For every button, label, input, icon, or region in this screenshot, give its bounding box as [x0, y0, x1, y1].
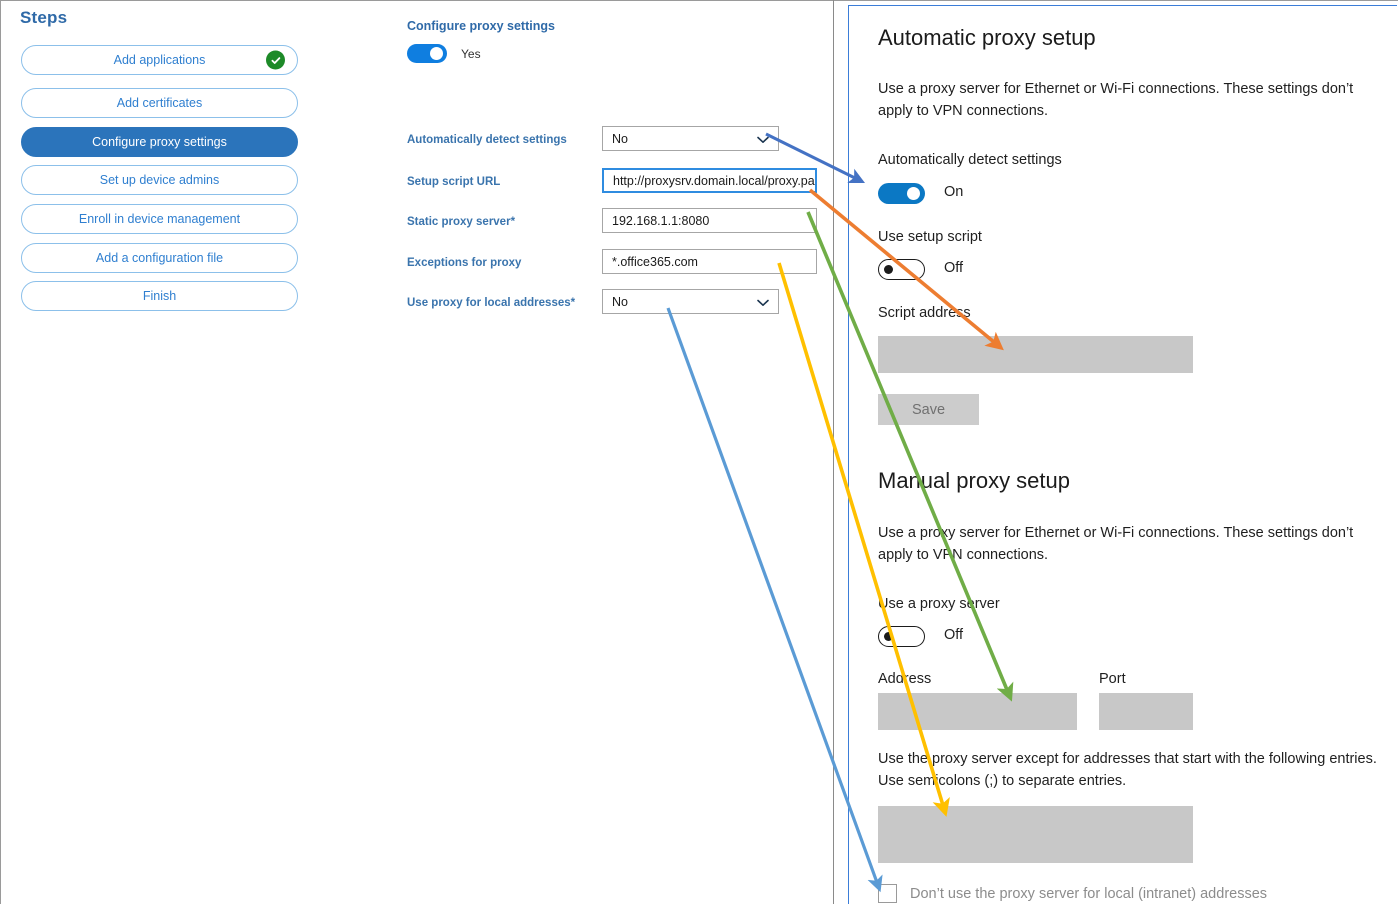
automatically-detect-settings-toggle[interactable] — [878, 183, 925, 204]
address-label: Address — [878, 671, 932, 687]
label-setup-script-url: Setup script URL — [407, 176, 500, 188]
exceptions-description: Use the proxy server except for addresse… — [878, 751, 1377, 789]
step-label: Add a configuration file — [95, 251, 224, 265]
chevron-down-icon — [757, 136, 769, 143]
manual-proxy-setup-description: Use a proxy server for Ethernet or Wi-Fi… — [878, 525, 1354, 563]
configure-proxy-form: Configure proxy settings Yes Automatical… — [333, 0, 833, 904]
toggle-knob — [430, 47, 443, 60]
page-border-top — [0, 0, 1398, 1]
label-automatically-detect-settings: Automatically detect settings — [407, 134, 567, 146]
port-label: Port — [1099, 671, 1126, 687]
form-heading: Configure proxy settings — [407, 19, 555, 33]
use-a-proxy-server-label: Use a proxy server — [878, 596, 1000, 612]
step-label: Finish — [142, 289, 177, 303]
input-value: http://proxysrv.domain.local/proxy.pa — [613, 173, 815, 188]
dropdown-automatically-detect-settings[interactable]: No — [602, 126, 779, 151]
step-button-configure-proxy-settings[interactable]: Configure proxy settings — [21, 127, 298, 157]
step-label: Set up device admins — [99, 173, 220, 187]
script-address-input[interactable] — [878, 336, 1193, 373]
automatically-detect-settings-label: Automatically detect settings — [878, 152, 1062, 168]
use-setup-script-toggle[interactable] — [878, 259, 925, 280]
dropdown-use-proxy-for-local-addresses[interactable]: No — [602, 289, 779, 314]
automatic-proxy-setup-heading: Automatic proxy setup — [878, 25, 1096, 50]
script-address-label: Script address — [878, 305, 971, 321]
use-a-proxy-server-toggle[interactable] — [878, 626, 925, 647]
step-button-add-certificates[interactable]: Add certificates — [21, 88, 298, 118]
checkbox-icon[interactable] — [878, 884, 897, 903]
label-text: Setup script URL — [407, 176, 501, 188]
save-button[interactable]: Save — [878, 394, 979, 425]
step-label: Add certificates — [116, 96, 203, 110]
automatically-detect-settings-state: On — [944, 184, 964, 200]
step-button-add-a-configuration-file[interactable]: Add a configuration file — [21, 243, 298, 273]
page-border-left — [0, 0, 1, 904]
steps-panel: Steps Add applications Add certificates … — [0, 0, 333, 904]
step-button-add-applications[interactable]: Add applications — [21, 45, 298, 75]
toggle-knob — [884, 265, 893, 274]
dropdown-value: No — [612, 131, 628, 146]
bypass-local-checkbox-row[interactable]: Don’t use the proxy server for local (in… — [878, 884, 1267, 903]
configure-proxy-toggle[interactable] — [407, 44, 447, 63]
input-value: *.office365.com — [612, 254, 698, 269]
use-a-proxy-server-state: Off — [944, 627, 964, 643]
configure-proxy-toggle-row[interactable]: Yes — [407, 44, 481, 63]
step-label: Configure proxy settings — [92, 135, 227, 149]
input-value: 192.168.1.1:8080 — [612, 213, 710, 228]
bypass-local-label: Don’t use the proxy server for local (in… — [910, 885, 1268, 902]
step-button-finish[interactable]: Finish — [21, 281, 298, 311]
step-button-enroll-in-device-management[interactable]: Enroll in device management — [21, 204, 298, 234]
toggle-knob — [884, 632, 893, 641]
label-text: Automatically detect settings — [407, 134, 567, 146]
toggle-knob — [907, 187, 920, 200]
use-setup-script-state: Off — [944, 260, 964, 276]
step-label: Add applications — [113, 53, 206, 67]
port-input[interactable] — [1099, 693, 1193, 730]
windows-proxy-settings-screenshot: Automatic proxy setup Use a proxy server… — [848, 5, 1397, 904]
step-label: Enroll in device management — [78, 212, 241, 226]
label-text: Use proxy for local addresses — [407, 297, 571, 309]
label-static-proxy-server: Static proxy server* — [407, 216, 515, 228]
input-exceptions-for-proxy[interactable]: *.office365.com — [602, 249, 817, 274]
label-text: Static proxy server — [407, 216, 511, 228]
address-input[interactable] — [878, 693, 1077, 730]
steps-panel-title: Steps — [20, 8, 68, 27]
required-marker: * — [570, 297, 576, 309]
automatic-proxy-setup-description: Use a proxy server for Ethernet or Wi-Fi… — [878, 81, 1354, 119]
step-button-set-up-device-admins[interactable]: Set up device admins — [21, 165, 298, 195]
manual-proxy-setup-heading: Manual proxy setup — [878, 468, 1070, 493]
exceptions-input[interactable] — [878, 806, 1193, 863]
check-circle-icon — [266, 50, 285, 70]
input-static-proxy-server[interactable]: 192.168.1.1:8080 — [602, 208, 817, 233]
use-setup-script-label: Use setup script — [878, 229, 982, 245]
input-setup-script-url[interactable]: http://proxysrv.domain.local/proxy.pa — [602, 168, 817, 193]
required-marker: * — [510, 216, 516, 228]
label-exceptions-for-proxy: Exceptions for proxy — [407, 257, 521, 269]
configure-proxy-toggle-value: Yes — [461, 46, 481, 61]
label-use-proxy-for-local-addresses: Use proxy for local addresses* — [407, 297, 575, 309]
chevron-down-icon — [757, 299, 769, 306]
label-text: Exceptions for proxy — [407, 257, 522, 269]
panel-divider-line — [833, 0, 834, 904]
dropdown-value: No — [612, 294, 628, 309]
